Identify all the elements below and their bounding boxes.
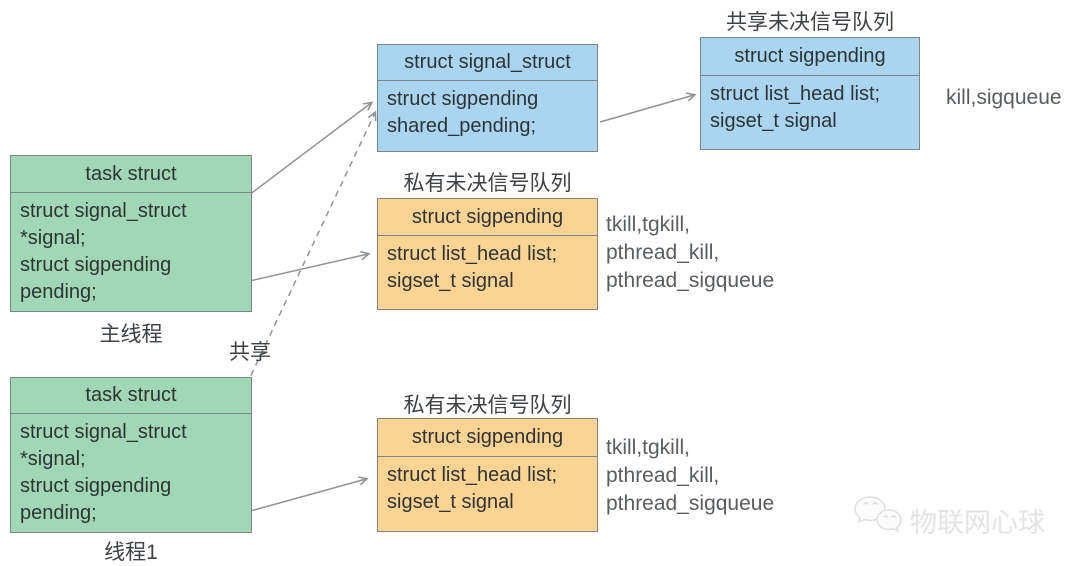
arrow-signal-struct-to-shared-queue bbox=[599, 92, 697, 123]
struct-field-line: sigset_t signal bbox=[387, 491, 514, 513]
struct-field-line: *signal; bbox=[20, 227, 86, 249]
side-text-tkill-1: tkill,tgkill, pthread_kill, pthread_sigq… bbox=[606, 211, 774, 295]
side-text-tkill-2: tkill,tgkill, pthread_kill, pthread_sigq… bbox=[606, 434, 774, 518]
struct-field-line: sigset_t signal bbox=[387, 270, 514, 292]
box-body: struct sigpending shared_pending; bbox=[378, 81, 597, 145]
watermark: 物联网心球 bbox=[852, 494, 1045, 547]
box-header: struct sigpending bbox=[378, 199, 597, 236]
box-body: struct signal_struct *signal; struct sig… bbox=[11, 193, 251, 311]
box-body: struct list_head list; sigset_t signal bbox=[701, 76, 919, 140]
struct-field-line: struct signal_struct bbox=[20, 421, 187, 443]
side-text-line: tkill,tgkill, bbox=[606, 213, 691, 236]
task-struct-box-main-thread: task struct struct signal_struct *signal… bbox=[10, 155, 252, 312]
side-text-line: pthread_sigqueue bbox=[606, 492, 775, 515]
struct-field-line: pending; bbox=[20, 281, 97, 303]
label-private-pending-queue-1: 私有未决信号队列 bbox=[403, 172, 572, 195]
side-text-line: tkill,tgkill, bbox=[606, 436, 691, 459]
private-sigpending-box-1: struct sigpending struct list_head list;… bbox=[377, 198, 598, 310]
box-body: struct list_head list; sigset_t signal bbox=[378, 236, 597, 300]
struct-field-line: struct sigpending bbox=[20, 475, 172, 497]
wechat-bubbles-icon bbox=[852, 494, 910, 547]
shared-sigpending-box: struct sigpending struct list_head list;… bbox=[700, 37, 920, 150]
struct-field-line: shared_pending; bbox=[387, 115, 537, 137]
struct-field-line: pending; bbox=[20, 502, 97, 524]
label-private-pending-queue-2: 私有未决信号队列 bbox=[403, 394, 572, 417]
side-text-line: pthread_kill, bbox=[606, 241, 720, 264]
box-body: struct signal_struct *signal; struct sig… bbox=[11, 414, 251, 532]
side-text-line: pthread_kill, bbox=[606, 464, 720, 487]
box-header: task struct bbox=[11, 378, 251, 414]
struct-field-line: struct list_head list; bbox=[387, 464, 558, 486]
caption-main-thread: 主线程 bbox=[99, 323, 163, 346]
shared-arrow-label: 共享 bbox=[229, 341, 271, 364]
box-header: struct signal_struct bbox=[378, 45, 597, 81]
struct-field-line: sigset_t signal bbox=[710, 110, 837, 132]
box-header: task struct bbox=[11, 156, 251, 193]
box-header: struct sigpending bbox=[701, 38, 919, 76]
signal-struct-box: struct signal_struct struct sigpending s… bbox=[377, 44, 598, 152]
box-body: struct list_head list; sigset_t signal bbox=[378, 457, 597, 521]
side-text-kill-sigqueue: kill,sigqueue bbox=[946, 86, 1062, 109]
arrow-task-thread1-to-private-queue-2 bbox=[246, 476, 369, 513]
struct-field-line: struct list_head list; bbox=[387, 243, 558, 265]
caption-thread1: 线程1 bbox=[104, 541, 158, 564]
side-text-line: pthread_sigqueue bbox=[606, 269, 775, 292]
struct-field-line: struct sigpending bbox=[387, 88, 539, 110]
private-sigpending-box-2: struct sigpending struct list_head list;… bbox=[377, 418, 598, 532]
struct-field-line: struct sigpending bbox=[20, 254, 172, 276]
struct-field-line: struct signal_struct bbox=[20, 200, 187, 222]
struct-field-line: struct list_head list; bbox=[710, 83, 881, 105]
task-struct-box-thread1: task struct struct signal_struct *signal… bbox=[10, 377, 252, 533]
struct-field-line: *signal; bbox=[20, 448, 86, 470]
label-shared-pending-queue: 共享未决信号队列 bbox=[726, 11, 894, 34]
watermark-text: 物联网心球 bbox=[910, 508, 1045, 538]
box-header: struct sigpending bbox=[378, 419, 597, 457]
